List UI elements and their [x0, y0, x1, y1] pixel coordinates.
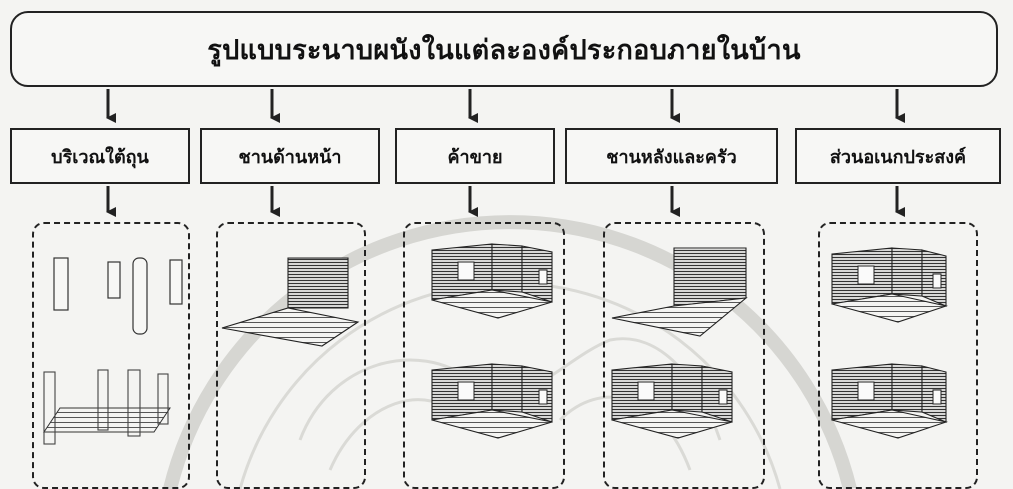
category-label: ส่วนอเนกประสงค์	[829, 146, 967, 168]
category-label: บริเวณใต้ถุน	[51, 146, 149, 168]
category-box-multipurpose: ส่วนอเนกประสงค์	[795, 128, 1001, 184]
panel-underfloor	[32, 222, 190, 489]
category-box-underfloor: บริเวณใต้ถุน	[10, 128, 190, 184]
panel-rear-porch-kitchen	[603, 222, 765, 489]
front-porch-floor-and-wall-illustration	[221, 257, 360, 347]
diagram-title: รูปแบบระนาบผนังในแต่ละองค์ประกอบภายในบ้า…	[207, 34, 801, 66]
category-box-front-porch: ชานด้านหน้า	[200, 128, 380, 184]
kitchen-room-illustration	[611, 363, 733, 439]
category-box-rear-porch-kitchen: ชานหลังและครัว	[565, 128, 778, 184]
panel-front-porch	[216, 222, 366, 489]
category-label: ค้าขาย	[447, 146, 503, 168]
category-label: ชานด้านหน้า	[238, 146, 342, 168]
panel-multipurpose	[818, 222, 978, 489]
multipurpose-room-illustration-bottom	[831, 363, 949, 439]
category-box-trading: ค้าขาย	[395, 128, 555, 184]
trading-room-illustration-bottom	[431, 363, 553, 439]
underfloor-posts-with-floor-illustration	[43, 369, 171, 445]
underfloor-posts-illustration	[53, 257, 183, 335]
diagram-title-box: รูปแบบระนาบผนังในแต่ละองค์ประกอบภายในบ้า…	[10, 11, 998, 87]
trading-room-illustration-top	[431, 243, 553, 319]
multipurpose-room-illustration-top	[831, 247, 949, 323]
category-label: ชานหลังและครัว	[606, 146, 737, 168]
panel-trading	[403, 222, 565, 489]
rear-porch-floor-and-wall-illustration	[611, 247, 748, 337]
